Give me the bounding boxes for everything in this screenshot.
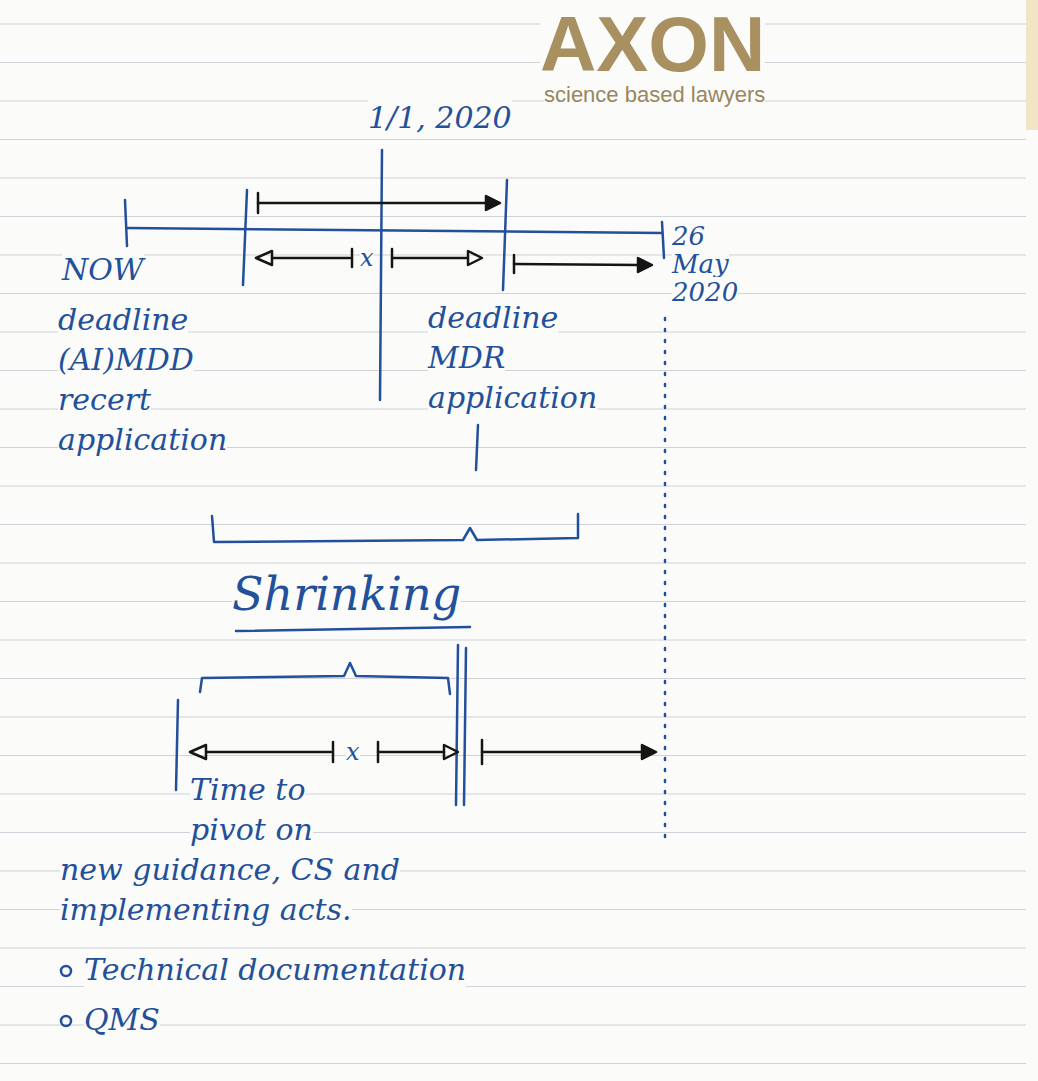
ruled-line — [0, 639, 1026, 640]
ruled-line — [0, 216, 1026, 217]
arrow-head — [642, 745, 656, 759]
logo-tagline-holder: science based lawyers — [544, 82, 765, 108]
timeline-marker-holder: NOW — [62, 250, 144, 290]
open-arrow-head — [190, 745, 206, 759]
bullet-item: QMS — [84, 1002, 160, 1037]
arrow-line — [392, 257, 468, 260]
timeline-line — [127, 228, 662, 233]
ruled-line — [0, 601, 1026, 602]
ruled-line — [0, 716, 1026, 717]
open-arrow-head — [256, 251, 272, 265]
timeline-marker: NOW — [62, 252, 144, 287]
arrow-line — [206, 751, 331, 754]
now-tick — [125, 200, 127, 246]
deadline-note: deadline (AI)MDD recert application — [58, 302, 227, 457]
bullet-item-holder: QMS — [84, 1000, 160, 1040]
heading-note: Shrinking — [232, 567, 461, 621]
ruled-line — [0, 755, 1026, 756]
deadline-note: deadline MDR application — [428, 300, 597, 415]
double-line — [464, 648, 466, 805]
note-text-holder: Time to pivot on new guidance, CS and im… — [60, 770, 510, 930]
double-line — [456, 645, 458, 805]
cross-mark: x — [360, 244, 374, 272]
mdr-deadline-line — [503, 180, 507, 290]
ruled-line — [0, 100, 1026, 101]
arrow-line — [378, 751, 444, 754]
pointer-line — [476, 425, 478, 470]
arrow-line — [514, 264, 640, 265]
window-start-line — [243, 190, 247, 285]
blue-ink-lines — [61, 150, 665, 1026]
arrow-head — [638, 258, 652, 272]
bullet-symbol — [61, 966, 71, 976]
ruled-line — [0, 562, 1026, 563]
arrow-line — [482, 751, 642, 754]
date-label: 26 May 2020 — [672, 221, 738, 307]
bracket — [212, 514, 578, 542]
arrow-line — [258, 202, 488, 205]
date-label-holder: 1/1, 2020 — [368, 98, 512, 138]
pivot-start-line — [176, 700, 178, 790]
date-label-holder: 26 May 2020 — [672, 222, 752, 306]
bullet-item-holder: Technical documentation — [84, 950, 466, 990]
ruled-line — [0, 62, 1026, 63]
new-year-line — [380, 150, 382, 400]
deadline-note-holder: deadline MDR application — [428, 298, 618, 418]
cross-mark-holder: x — [360, 243, 374, 273]
ruled-line — [0, 139, 1026, 140]
end-tick — [662, 222, 664, 258]
wrap-spacer — [355, 770, 510, 850]
date-label: 1/1, 2020 — [368, 100, 512, 135]
ruled-line — [0, 1063, 1026, 1064]
ruled-line — [0, 177, 1026, 178]
deadline-note-holder: deadline (AI)MDD recert application — [58, 300, 268, 460]
ruled-line — [0, 485, 1026, 486]
ruled-line — [0, 793, 1026, 794]
note-text: Time to pivot on new guidance, CS and im… — [60, 772, 400, 927]
logo-wordmark-holder: AXON — [540, 2, 765, 86]
dotted-line — [664, 318, 667, 845]
arrow-tail-bar — [351, 249, 354, 267]
heading-note-holder: Shrinking — [232, 566, 461, 622]
page-edge — [1026, 0, 1038, 130]
ruled-line — [0, 524, 1026, 525]
ruled-line — [0, 678, 1026, 679]
ruled-line — [0, 293, 1026, 294]
logo-wordmark: AXON — [540, 0, 765, 88]
cross-mark-holder: x — [346, 737, 360, 767]
black-ink-arrows — [190, 193, 656, 764]
wrap-spacer — [60, 770, 190, 850]
ruled-line — [0, 947, 1026, 948]
arrow-line — [272, 257, 350, 260]
open-arrow-head — [444, 745, 458, 759]
arrow-head — [486, 196, 500, 210]
cross-mark: x — [346, 738, 360, 766]
bracket — [200, 663, 450, 694]
logo-tagline: science based lawyers — [544, 82, 765, 107]
open-arrow-head — [468, 251, 482, 265]
ruled-lines — [0, 24, 1026, 1064]
arrow-tail-bar — [332, 742, 335, 762]
bullet-symbol — [61, 1016, 71, 1026]
ruled-line — [0, 23, 1026, 24]
bullet-item: Technical documentation — [84, 952, 466, 987]
ruled-line — [0, 832, 1026, 833]
underline — [236, 627, 470, 631]
